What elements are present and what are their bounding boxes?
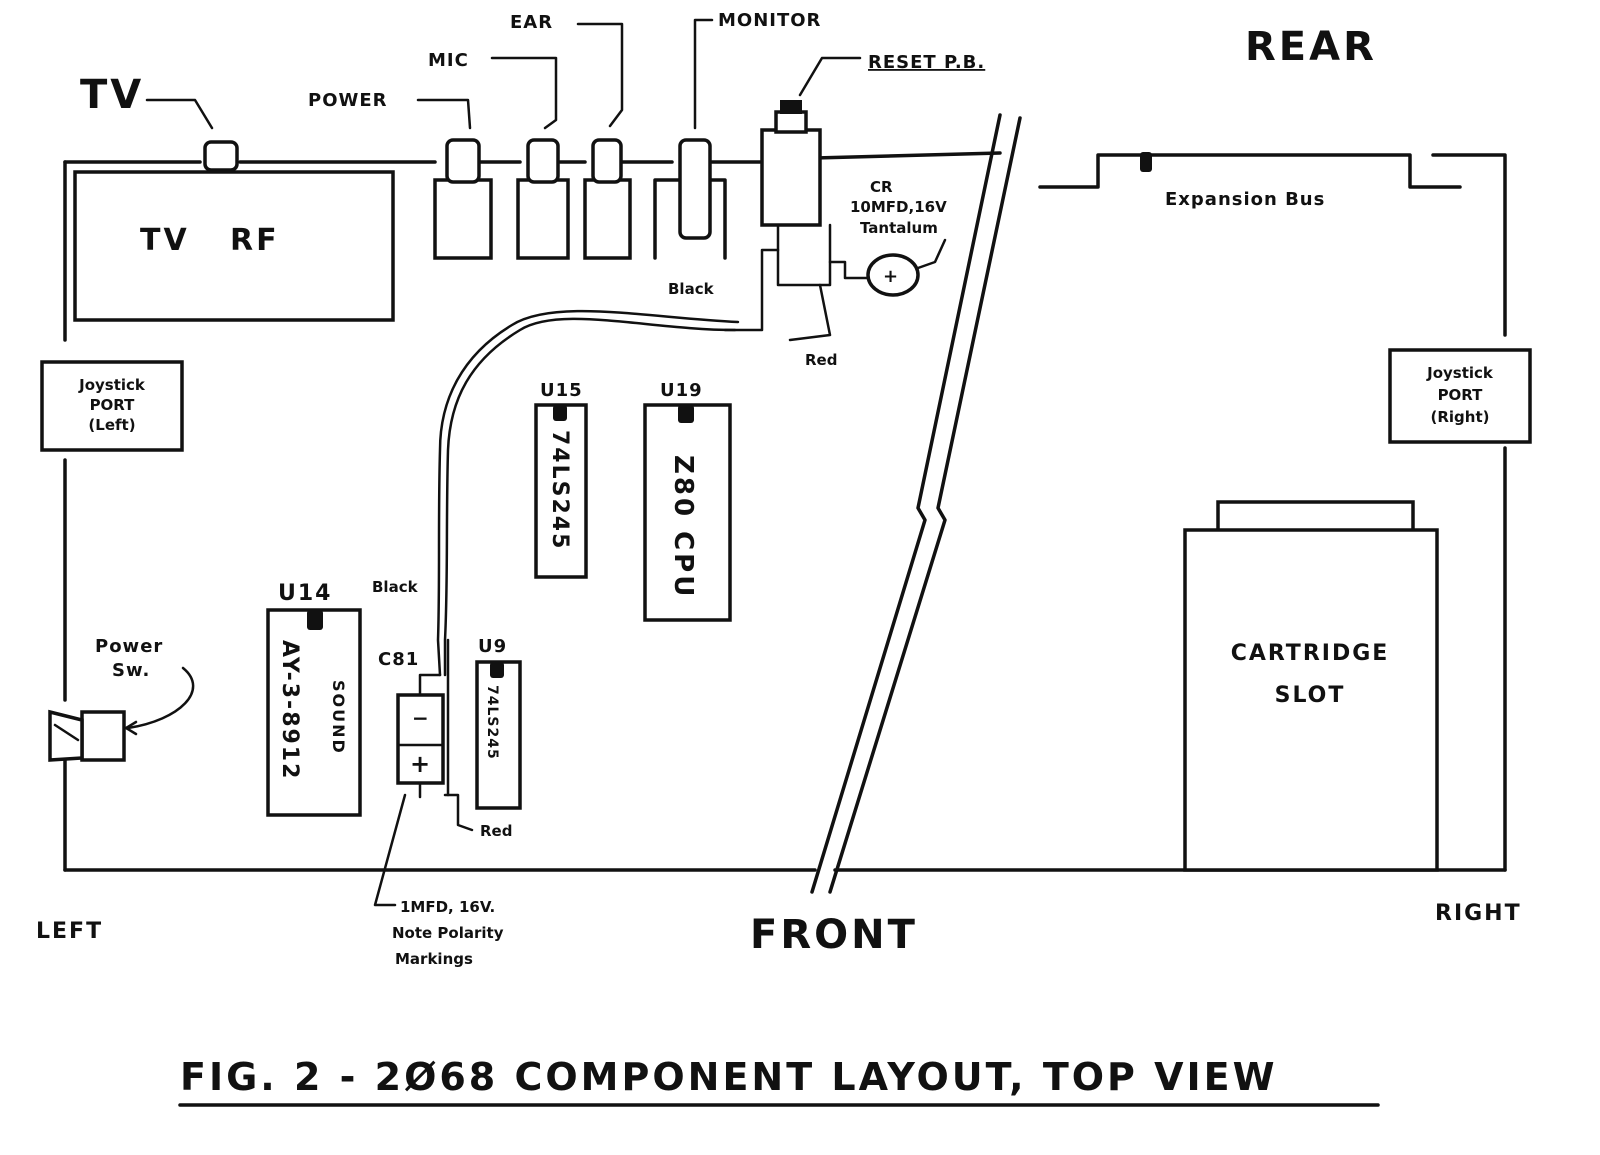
u14-function: SOUND xyxy=(329,680,348,755)
mic-label: MIC xyxy=(428,50,469,71)
tv-label: TV xyxy=(80,72,144,118)
mic-jack xyxy=(490,56,570,260)
u15-part: 74LS245 xyxy=(547,430,572,550)
left-label: LEFT xyxy=(36,919,103,944)
cap-note-leader xyxy=(373,793,407,907)
c81-ref: C81 xyxy=(378,649,419,670)
joystick-port-left xyxy=(40,360,184,452)
monitor-jack xyxy=(653,18,727,260)
power-switch-label-line2: Sw. xyxy=(112,660,150,681)
u9-chip xyxy=(475,660,522,810)
twisted-wire-pair xyxy=(436,309,740,797)
c81-minus: − xyxy=(412,706,429,730)
joystick-right-line2: PORT xyxy=(1438,386,1484,404)
joystick-left-line3: (Left) xyxy=(88,416,135,434)
expansion-bus-label: Expansion Bus xyxy=(1165,189,1325,210)
cr-cap-plus: + xyxy=(883,266,898,287)
joystick-port-right xyxy=(1388,348,1532,444)
cartridge-label-line2: SLOT xyxy=(1275,683,1346,708)
u19-part: Z80 CPU xyxy=(668,455,698,599)
cartridge-slot xyxy=(1183,500,1439,872)
u9-ref: U9 xyxy=(478,636,507,657)
board-break-lines xyxy=(810,113,1022,894)
black-top-label: Black xyxy=(668,280,715,298)
joystick-right-line1: Joystick xyxy=(1426,364,1494,382)
power-switch-label-line1: Power xyxy=(95,636,163,657)
reset-label: RESET P.B. xyxy=(868,52,985,73)
cap-note-line3: Markings xyxy=(395,950,473,968)
u19-ref: U19 xyxy=(660,380,703,401)
u19-chip xyxy=(643,403,732,622)
red-top-label: Red xyxy=(805,351,837,369)
u14-part: AY-3-8912 xyxy=(277,640,302,780)
cap-note-line1: 1MFD, 16V. xyxy=(400,898,495,916)
power-jack xyxy=(416,98,493,260)
cap-note-line2: Note Polarity xyxy=(392,924,504,942)
ear-label: EAR xyxy=(510,12,553,33)
c81-capacitor xyxy=(396,673,474,832)
power-switch xyxy=(48,666,195,762)
ear-jack xyxy=(576,22,632,260)
cartridge-label-line1: CARTRIDGE xyxy=(1231,641,1390,666)
u14-ref: U14 xyxy=(278,581,332,606)
u15-chip xyxy=(534,403,588,579)
cr-cap-line2: 10MFD,16V xyxy=(850,198,947,216)
expansion-bus-key xyxy=(1140,152,1152,172)
reset-push-button xyxy=(723,56,947,342)
cr-cap-line1: CR xyxy=(870,178,893,196)
tv-connector xyxy=(145,98,239,172)
labels: REAR FRONT LEFT RIGHT TV POWER MIC EAR M… xyxy=(36,10,1522,1107)
rear-label: REAR xyxy=(1245,24,1377,70)
c81-plus: + xyxy=(410,750,430,778)
joystick-left-line2: PORT xyxy=(90,396,136,414)
joystick-left-line1: Joystick xyxy=(78,376,146,394)
joystick-right-line3: (Right) xyxy=(1431,408,1490,426)
u14-chip xyxy=(266,608,362,817)
black-bottom-label: Black xyxy=(372,578,419,596)
figure-caption: FIG. 2 - 2Ø68 COMPONENT LAYOUT, TOP VIEW xyxy=(180,1055,1278,1099)
front-label: FRONT xyxy=(750,912,918,958)
u15-ref: U15 xyxy=(540,380,583,401)
monitor-label: MONITOR xyxy=(718,10,821,31)
u9-part: 74LS245 xyxy=(484,685,500,760)
red-bottom-label: Red xyxy=(480,822,512,840)
tv-rf-module xyxy=(73,170,395,322)
right-label: RIGHT xyxy=(1435,901,1522,926)
cr-cap-line3: Tantalum xyxy=(860,219,938,237)
power-label: POWER xyxy=(308,90,388,111)
tv-rf-label: TV RF xyxy=(140,223,280,258)
